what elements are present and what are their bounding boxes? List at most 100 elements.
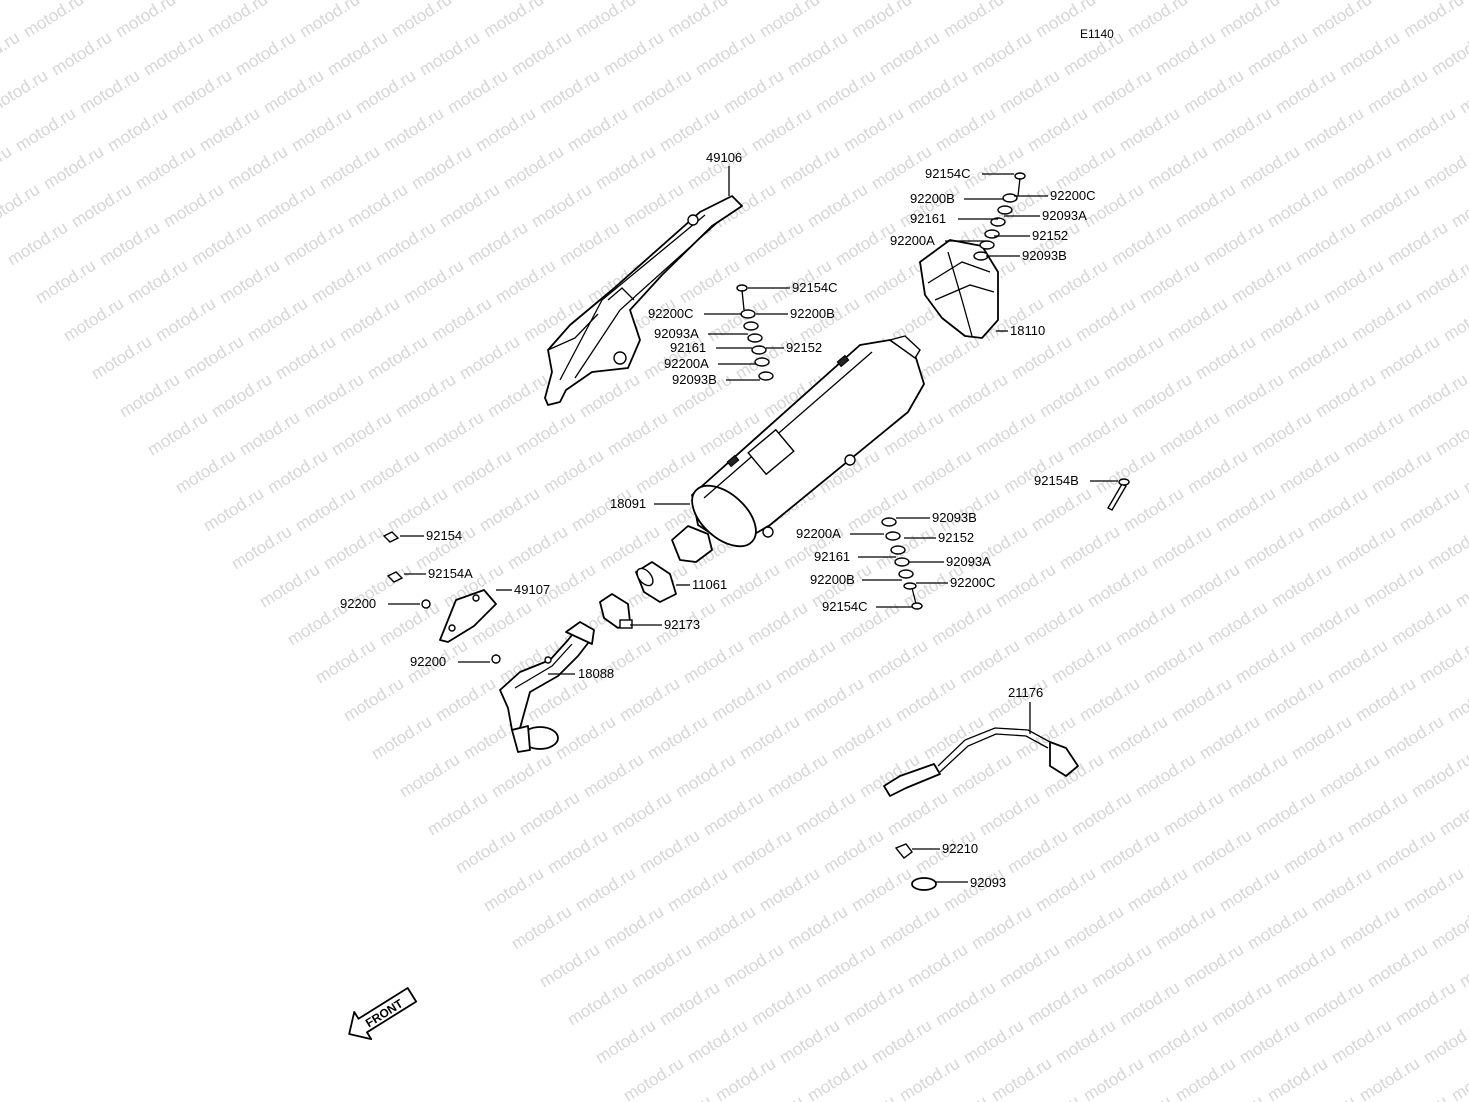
watermark-text: motod.ru [116,370,183,422]
watermark-text: motod.ru [1272,940,1339,992]
label-92200C-mid[interactable]: 92200C [648,306,694,321]
label-92210[interactable]: 92210 [942,841,978,856]
label-92173[interactable]: 92173 [664,617,700,632]
nut-92200-a[interactable] [421,599,431,609]
label-92093A-mid[interactable]: 92093A [654,326,699,341]
label-92154C-low[interactable]: 92154C [822,599,868,614]
watermark-text: motod.ru [828,712,895,764]
label-92200A-top[interactable]: 92200A [890,233,935,248]
label-11061[interactable]: 11061 [692,577,727,592]
watermark-text: motod.ru [916,332,983,384]
watermark-text: motod.ru [676,256,743,308]
watermark-text: motod.ru [536,940,603,992]
bolt-92154[interactable] [382,531,400,543]
watermark-text: motod.ru [1016,1092,1083,1102]
label-92093B-top[interactable]: 92093B [1022,248,1067,263]
watermark-text: motod.ru [572,864,639,916]
watermark-text: motod.ru [536,66,603,118]
bolt-92154B[interactable] [1107,478,1130,511]
clamp-92173[interactable] [599,593,633,629]
watermark-text: motod.ru [252,180,319,232]
label-92200-a[interactable]: 92200 [340,596,376,611]
watermark-text: motod.ru [1364,66,1431,118]
muffler-end-cap-18110[interactable] [919,239,999,339]
label-92154C-top[interactable]: 92154C [925,166,971,181]
label-92093A-top[interactable]: 92093A [1042,208,1087,223]
watermark-text: motod.ru [992,560,1059,612]
watermark-text: motod.ru [1392,978,1459,1030]
watermark-text: motod.ru [1028,484,1095,536]
fastener-stack-lower[interactable] [881,517,923,610]
washer-92093[interactable] [911,877,937,891]
watermark-text: motod.ru [800,674,867,726]
watermark-text: motod.ru [1392,104,1459,156]
watermark-text: motod.ru [268,0,335,3]
watermark-text: motod.ru [204,0,271,41]
label-92093A-low[interactable]: 92093A [946,554,991,569]
watermark-text: motod.ru [1384,218,1451,270]
label-92200-b[interactable]: 92200 [410,654,446,669]
gasket-11061[interactable] [634,561,677,603]
label-92161-mid[interactable]: 92161 [670,340,706,355]
label-92200B-low[interactable]: 92200B [810,572,855,587]
watermark-text: motod.ru [264,446,331,498]
label-92152-top[interactable]: 92152 [1032,228,1068,243]
watermark-text: motod.ru [508,28,575,80]
watermark-text: motod.ru [352,66,419,118]
fastener-stack-middle[interactable] [736,284,774,381]
label-92152-low[interactable]: 92152 [938,530,974,545]
label-49107[interactable]: 49107 [514,582,550,597]
label-92200B-mid[interactable]: 92200B [790,306,835,321]
watermark-text: motod.ru [208,370,275,422]
watermark-text: motod.ru [1456,940,1469,992]
watermark-text: motod.ru [564,978,631,1030]
watermark-text: motod.ru [236,408,303,460]
watermark-text: motod.ru [1296,598,1363,650]
watermark-text: motod.ru [1292,1092,1359,1102]
label-92200B-top[interactable]: 92200B [910,191,955,206]
label-18091[interactable]: 18091 [610,496,646,511]
oxygen-sensor-21176[interactable] [883,727,1079,797]
label-92093[interactable]: 92093 [970,875,1006,890]
label-92200A-low[interactable]: 92200A [796,526,841,541]
watermark-text: motod.ru [1328,1016,1395,1068]
label-92154C-mid[interactable]: 92154C [792,280,838,295]
label-92161-low[interactable]: 92161 [814,549,850,564]
watermark-text: motod.ru [944,370,1011,422]
watermark-text: motod.ru [516,788,583,840]
watermark-text: motod.ru [1188,826,1255,878]
label-92161-top[interactable]: 92161 [910,211,946,226]
label-21176[interactable]: 21176 [1008,685,1043,700]
label-92154[interactable]: 92154 [426,528,462,543]
nut-92200-b[interactable] [491,654,501,664]
label-49106[interactable]: 49106 [706,150,742,165]
bolt-92210[interactable] [894,843,913,859]
watermark-text: motod.ru [1292,218,1359,270]
label-92093B-low[interactable]: 92093B [932,510,977,525]
bolt-92154A[interactable] [386,571,404,583]
watermark-text: motod.ru [636,826,703,878]
label-92152-mid[interactable]: 92152 [786,340,822,355]
label-92154B[interactable]: 92154B [1034,473,1079,488]
label-18110[interactable]: 18110 [1010,323,1045,338]
muffler-18091[interactable] [671,335,925,563]
watermark-text: motod.ru [1308,0,1375,41]
watermark-text: motod.ru [504,522,571,574]
watermark-text: motod.ru [1144,142,1211,194]
watermark-text: motod.ru [920,712,987,764]
watermark-text: motod.ru [196,104,263,156]
fastener-stack-top[interactable] [973,172,1026,261]
label-92200C-top[interactable]: 92200C [1050,188,1096,203]
exhaust-pipe-18088[interactable] [499,621,595,753]
label-92154A[interactable]: 92154A [428,566,473,581]
watermark-text: motod.ru [1396,484,1463,536]
label-18088[interactable]: 18088 [578,666,614,681]
watermark-text: motod.ru [840,104,907,156]
label-92200C-low[interactable]: 92200C [950,575,996,590]
heat-shield-49106[interactable] [544,195,743,406]
lower-shield-49107[interactable] [439,589,497,643]
label-92200A-mid[interactable]: 92200A [664,356,709,371]
label-92093B-mid[interactable]: 92093B [672,372,717,387]
watermark-text: motod.ru [544,826,611,878]
watermark-text: motod.ru [288,104,355,156]
